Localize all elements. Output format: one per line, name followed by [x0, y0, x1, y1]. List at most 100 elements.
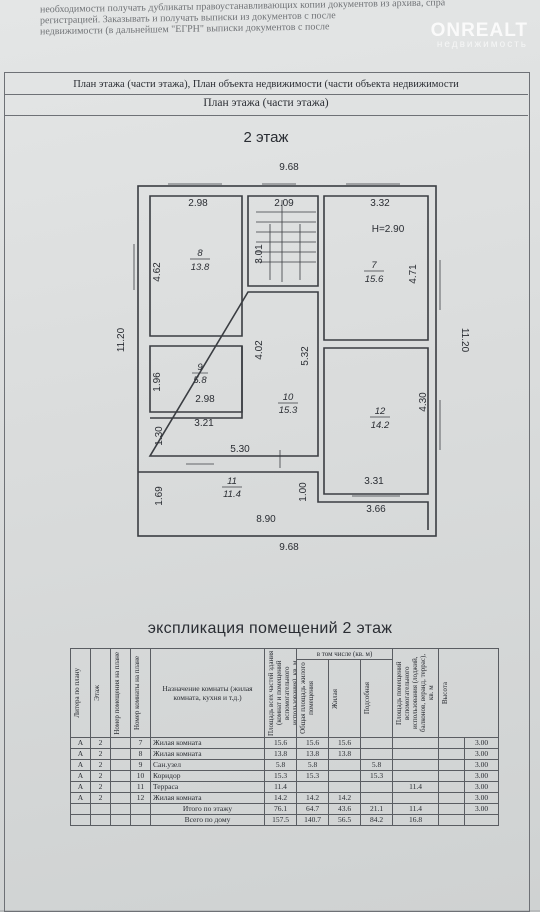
cell-name: Жилая комната: [150, 748, 265, 760]
room-9-area: 5.8: [193, 375, 207, 386]
dim-corridor-h2: 5.32: [300, 346, 311, 366]
outer-wall: [137, 185, 437, 537]
room-7-number: 7: [371, 260, 377, 271]
cell-total: 157.5: [264, 814, 297, 826]
dim-stair-width: 2.09: [274, 198, 294, 209]
cell-total: 11.4: [264, 781, 297, 793]
dim-room8-width: 2.98: [188, 198, 208, 209]
dim-room12-width: 3.31: [364, 476, 384, 487]
ceiling-height-label: H=2.90: [372, 224, 405, 235]
cell-total: 76.1: [264, 803, 297, 815]
cell-living: 56.5: [328, 814, 361, 826]
dim-corridor-width: 3.21: [194, 418, 214, 429]
cell-height: 3.00: [464, 737, 500, 749]
cell-living: [328, 770, 361, 782]
room-12-outline: [323, 347, 429, 495]
stairs-label: 3.01: [254, 244, 265, 264]
table-row: A 2 12 Жилая комната 14.2 14.2 14.2 3.00: [70, 792, 500, 804]
cell-living: [328, 759, 361, 771]
dim-right-height: 11.20: [459, 328, 470, 353]
cell-height: 3.00: [464, 748, 500, 760]
table-row: A 2 7 Жилая комната 15.6 15.6 15.6 3.00: [70, 737, 500, 749]
room-11-number: 11: [227, 476, 237, 487]
col-header-in-that: в том числе (кв. м): [295, 647, 394, 661]
table-row: A 2 9 Сан.узел 5.8 5.8 5.8 3.00: [70, 759, 500, 771]
cell-name: Терраса: [150, 781, 265, 793]
cell-total: 14.2: [264, 792, 297, 804]
cell-floor: 2: [90, 737, 111, 749]
col-header-living-total: Общая площадь жилого помещения: [299, 662, 315, 735]
cell-floor: 2: [90, 770, 111, 782]
col-header-living: Жилая: [331, 688, 339, 709]
room-7-outline: [323, 195, 429, 341]
col-header-aux: Подсобная: [363, 682, 371, 715]
divider: [4, 94, 528, 95]
col-header-room-no: Номер помещения на плане: [113, 651, 121, 735]
cell-litera: A: [70, 781, 91, 793]
col-header-floor: Этаж: [93, 685, 101, 701]
floor-total-row: Итого по этажу 76.1 64.7 43.6 21.1 11.4 …: [70, 803, 500, 815]
dim-room12-height: 4.30: [418, 392, 429, 412]
cell-living: 43.6: [328, 803, 361, 815]
cell-room: 12: [130, 792, 151, 804]
cell-living: 13.8: [328, 748, 361, 760]
cell-total: 5.8: [264, 759, 297, 771]
cell-general: [296, 781, 329, 793]
cell-veranda: [392, 748, 440, 760]
cell-veranda: 11.4: [392, 781, 440, 793]
cell-aux: [359, 737, 394, 749]
cell-general: 64.7: [296, 803, 329, 815]
cell-aux: [359, 792, 394, 804]
cell-litera: A: [70, 792, 91, 804]
col-header-litera: Литера по плану: [73, 668, 81, 718]
dim-terrace-left: 1.69: [154, 486, 165, 506]
dim-terrace-right: 3.66: [366, 504, 386, 515]
watermark-brand: ONREALT: [430, 20, 528, 41]
cell-veranda: [392, 770, 440, 782]
cell-name: Сан.узел: [150, 759, 265, 771]
floor-title: 2 этаж: [243, 129, 289, 146]
cell-total: 15.3: [264, 770, 297, 782]
dim-room8-height: 4.62: [152, 262, 163, 282]
cell-floor: 2: [90, 748, 111, 760]
cell-room: 10: [130, 770, 151, 782]
house-total-row: Всего по дому 157.5 140.7 56.5 84.2 16.8: [70, 814, 500, 826]
cell-total-label: Итого по этажу: [150, 803, 265, 815]
dim-room7-height: 4.71: [408, 264, 419, 284]
dim-terrace-mid: 1.00: [298, 482, 309, 502]
col-header-purpose: Назначение комнаты (жилая комната, кухня…: [150, 648, 265, 738]
cell-veranda: [392, 737, 440, 749]
cell-veranda: 16.8: [392, 814, 440, 826]
col-header-height: Высота: [441, 681, 450, 705]
cell-veranda: 11.4: [392, 803, 440, 815]
dim-left-height: 11.20: [116, 327, 127, 352]
divider: [4, 115, 528, 116]
room-9-number: 9: [197, 362, 203, 373]
cell-floor: 2: [90, 792, 111, 804]
cell-total-label: Всего по дому: [150, 814, 265, 826]
col-header-room-num: Номер комнаты на плане: [133, 655, 141, 731]
col-header-total-area: Площадь всех частей здания (комнат и пом…: [267, 650, 297, 736]
dim-top-width: 9.68: [279, 162, 299, 173]
room-12-area: 14.2: [371, 420, 390, 431]
cell-room: 8: [130, 748, 151, 760]
cell-living: 15.6: [328, 737, 361, 749]
cell-litera: A: [70, 737, 91, 749]
cell-general: 15.6: [296, 737, 329, 749]
room-10-number: 10: [283, 392, 294, 403]
table-row: A 2 8 Жилая комната 13.8 13.8 13.8 3.00: [70, 748, 500, 760]
cell-room: 7: [130, 737, 151, 749]
corridor-outline: [148, 291, 319, 457]
room-7-area: 15.6: [365, 274, 384, 285]
cell-aux: 15.3: [359, 770, 394, 782]
dim-corridor-bottom: 5.30: [230, 444, 250, 455]
cell-height: 3.00: [464, 770, 500, 782]
cell-general: 15.3: [296, 770, 329, 782]
cell-veranda: [392, 759, 440, 771]
cell-height: 3.00: [464, 781, 500, 793]
room-10-area: 15.3: [279, 405, 298, 416]
stair-outline: [247, 195, 319, 287]
cell-height: 3.00: [464, 759, 500, 771]
cell-room: 11: [130, 781, 151, 793]
